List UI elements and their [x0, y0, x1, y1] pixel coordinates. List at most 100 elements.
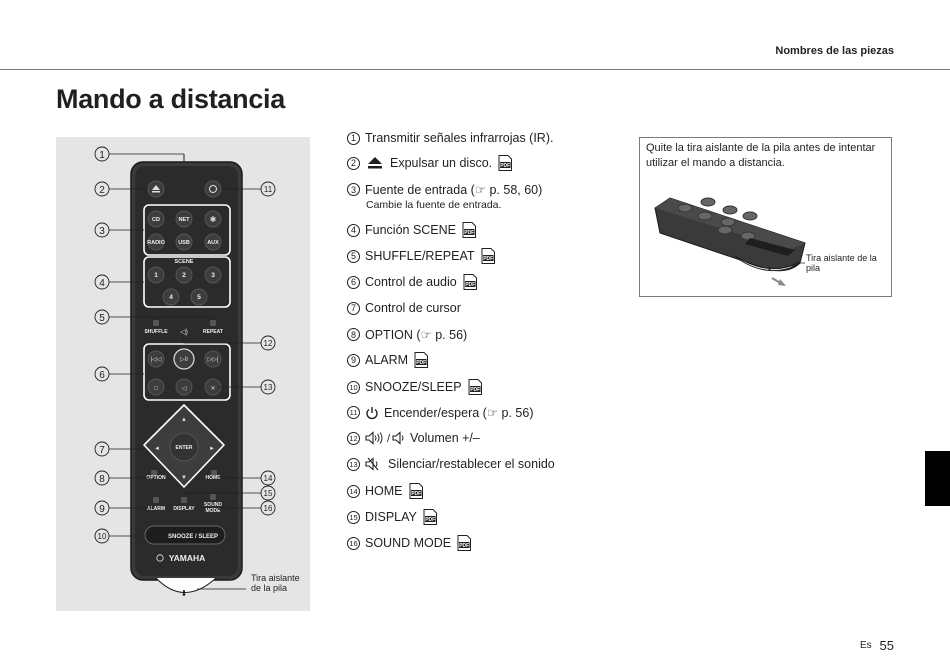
svg-text:▷▷|: ▷▷| — [208, 357, 219, 363]
callout-9: 9 — [99, 504, 105, 515]
callout-15: 15 — [264, 489, 273, 498]
pdf-icon: PDF — [423, 509, 437, 525]
remote-figure: ✱ CD NET RADIO USB AUX SCENE 1 2 3 4 5 S… — [56, 137, 310, 611]
svg-text:PDF: PDF — [465, 282, 475, 288]
callout-7: 7 — [99, 445, 105, 456]
list-item: 13 Silenciar/restablecer el sonido — [347, 457, 555, 471]
callout-1: 1 — [99, 150, 105, 161]
svg-text:▷II: ▷II — [180, 357, 188, 363]
callout-16: 16 — [264, 504, 273, 513]
svg-text:PDF: PDF — [483, 256, 493, 262]
list-item: 3 Fuente de entrada (☞ p. 58, 60) — [347, 182, 542, 197]
page-number: 55 — [879, 638, 894, 653]
list-item: 1 Transmitir señales infrarrojas (IR). — [347, 131, 553, 145]
power-icon — [366, 406, 378, 419]
btn-usb: USB — [178, 240, 190, 246]
snooze-label: SNOOZE / SLEEP — [168, 534, 218, 540]
list-item: 5 SHUFFLE/REPEAT PDF — [347, 248, 495, 264]
note-text: Quite la tira aislante de la pila antes … — [646, 142, 876, 169]
callout-5: 5 — [99, 313, 105, 324]
scene-3: 3 — [211, 272, 215, 279]
btn-aux: AUX — [207, 240, 219, 246]
pdf-icon: PDF — [463, 274, 477, 290]
callout-11: 11 — [264, 185, 273, 194]
svg-text:PDF: PDF — [411, 491, 421, 497]
svg-text:PDF: PDF — [416, 360, 426, 366]
callout-13: 13 — [264, 383, 273, 392]
svg-text:►: ► — [209, 446, 215, 452]
callout-14: 14 — [264, 474, 273, 483]
figure-strip-label: Tira aislante de la pila — [251, 573, 300, 593]
list-item: 7 Control de cursor — [347, 301, 461, 315]
scene-label: SCENE — [175, 259, 194, 265]
display-label: DISPLAY — [173, 506, 195, 512]
pdf-icon: PDF — [498, 155, 513, 171]
list-item: 2 Expulsar un disco. PDF — [347, 155, 513, 171]
svg-text:◄: ◄ — [154, 446, 160, 452]
shuffle-label: SHUFFLE — [144, 329, 168, 335]
list-item: 14 HOME PDF — [347, 483, 423, 499]
svg-text:PDF: PDF — [425, 517, 435, 523]
scene-1: 1 — [154, 272, 158, 279]
lang-code: Es — [860, 640, 872, 651]
callout-12: 12 — [264, 339, 273, 348]
enter-label: ENTER — [176, 445, 193, 451]
list-item: 12 / Volumen +/– — [347, 431, 480, 445]
header-rule — [0, 69, 950, 70]
page-title: Mando a distancia — [56, 84, 285, 114]
home-label: HOME — [206, 475, 222, 481]
svg-text:⬇: ⬇ — [767, 266, 772, 273]
chapter-tab — [925, 451, 950, 506]
list-item: 6 Control de audio PDF — [347, 274, 477, 290]
list-item: 11 Encender/espera (☞ p. 56) — [347, 405, 533, 420]
btn-net: NET — [179, 217, 191, 223]
list-item: 9 ALARM PDF — [347, 352, 429, 368]
note-strip-label: Tira aislante de la pila — [806, 253, 877, 273]
svg-text:◁): ◁) — [180, 329, 188, 336]
svg-text:|◁◁: |◁◁ — [151, 357, 162, 363]
scene-5: 5 — [197, 294, 201, 301]
list-item: 16 SOUND MODE PDF — [347, 535, 472, 551]
sound-label: SOUND — [204, 502, 222, 508]
btn-cd: CD — [152, 217, 160, 223]
svg-text:◁: ◁ — [182, 386, 187, 392]
svg-text:▼: ▼ — [181, 475, 187, 481]
mode-label: MODE — [206, 508, 222, 514]
pdf-icon: PDF — [468, 379, 482, 395]
svg-text:▲: ▲ — [181, 417, 187, 423]
svg-text:✱: ✱ — [210, 215, 217, 224]
btn-radio: RADIO — [147, 240, 165, 246]
brand-label: YAMAHA — [169, 553, 206, 563]
list-item: 4 Función SCENE PDF — [347, 222, 477, 238]
pdf-icon: PDF — [414, 352, 429, 368]
list-item: 10 SNOOZE/SLEEP PDF — [347, 379, 482, 395]
pdf-icon: PDF — [462, 222, 477, 238]
svg-text:PDF: PDF — [500, 163, 510, 169]
svg-text:PDF: PDF — [464, 230, 474, 236]
svg-text:PDF: PDF — [470, 387, 480, 393]
scene-2: 2 — [182, 272, 186, 279]
volume-icon: / — [365, 431, 404, 445]
remote-illustration: ✱ CD NET RADIO USB AUX SCENE 1 2 3 4 5 S… — [94, 146, 276, 598]
pdf-icon: PDF — [457, 535, 472, 551]
repeat-label: REPEAT — [203, 329, 223, 335]
pdf-icon: PDF — [481, 248, 495, 264]
callout-8: 8 — [99, 474, 105, 485]
eject-icon — [368, 157, 382, 169]
section-title: Nombres de las piezas — [775, 45, 894, 57]
pdf-icon: PDF — [409, 483, 423, 499]
list-item-sub: Cambie la fuente de entrada. — [366, 199, 502, 211]
note-box: Quite la tira aislante de la pila antes … — [639, 137, 892, 297]
callout-4: 4 — [99, 278, 105, 289]
svg-text:✕: ✕ — [210, 386, 215, 392]
option-label: OPTION — [146, 475, 166, 481]
callout-10: 10 — [98, 532, 107, 541]
svg-text:/: / — [387, 433, 391, 445]
mute-icon — [365, 457, 379, 471]
callout-3: 3 — [99, 226, 105, 237]
svg-text:PDF: PDF — [459, 543, 469, 549]
callout-6: 6 — [99, 370, 105, 381]
alarm-label: ALARM — [147, 506, 165, 512]
svg-text:□: □ — [154, 386, 158, 392]
list-item: 8 OPTION (☞ p. 56) — [347, 327, 467, 342]
